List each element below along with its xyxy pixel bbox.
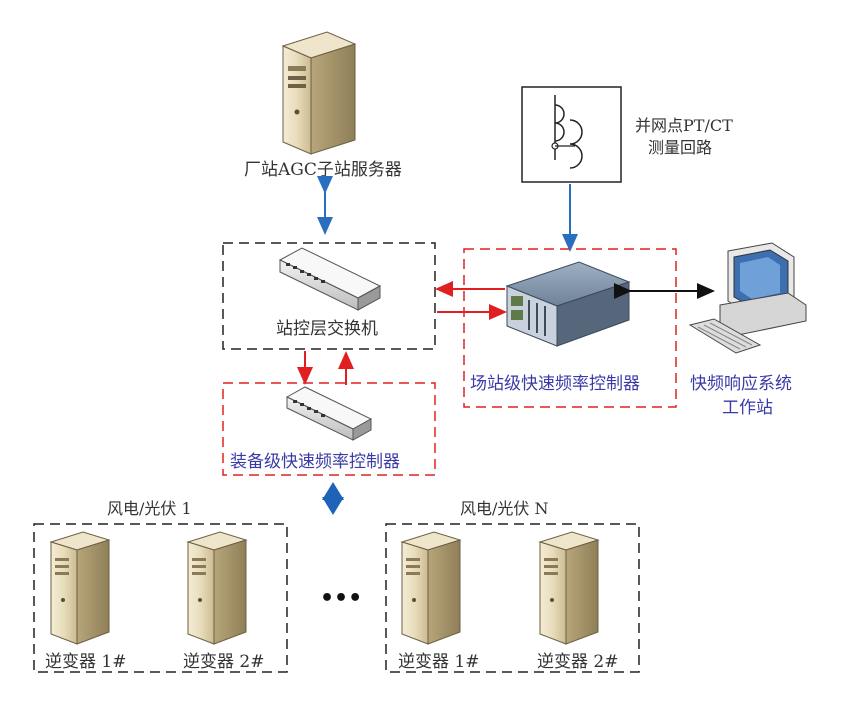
workstation-label-line2: 工作站 — [722, 398, 773, 418]
agc-server-label: 厂站AGC子站服务器 — [244, 160, 402, 180]
group1-box — [33, 523, 288, 673]
group1-inverter1-label: 逆变器 1# — [45, 652, 126, 672]
groupN-inverter1-label: 逆变器 1# — [398, 652, 479, 672]
station-controller-box — [463, 248, 677, 408]
workstation-label-line1: 快频响应系统 — [690, 374, 792, 394]
station-switch-label: 站控层交换机 — [276, 319, 378, 339]
inverter-cabinet-icon — [538, 531, 600, 645]
inverter-cabinet-icon — [186, 531, 248, 645]
controller-rack-icon — [505, 261, 631, 347]
pt-ct-transformer-icon — [521, 86, 622, 183]
inverter-cabinet-icon — [400, 531, 462, 645]
equipment-switch-icon — [285, 386, 373, 441]
equipment-controller-label: 装备级快速频率控制器 — [230, 452, 400, 472]
pt-ct-label-line1: 并网点PT/CT — [635, 116, 733, 135]
groupN-box — [385, 523, 640, 673]
switch-icon — [278, 247, 382, 311]
groupN-title: 风电/光伏 N — [460, 499, 548, 518]
ellipsis: ••• — [320, 586, 362, 611]
bus-connector-icon — [322, 482, 344, 515]
groupN-inverter2-label: 逆变器 2# — [537, 652, 618, 672]
workstation-icon — [688, 242, 807, 354]
group1-title: 风电/光伏 1 — [107, 499, 192, 518]
pt-ct-label-line2: 测量回路 — [648, 138, 712, 157]
inverter-cabinet-icon — [49, 531, 111, 645]
station-controller-label: 场站级快速频率控制器 — [470, 374, 640, 394]
group1-inverter2-label: 逆变器 2# — [183, 652, 264, 672]
server-icon — [281, 31, 357, 155]
equipment-controller-box — [222, 382, 436, 476]
